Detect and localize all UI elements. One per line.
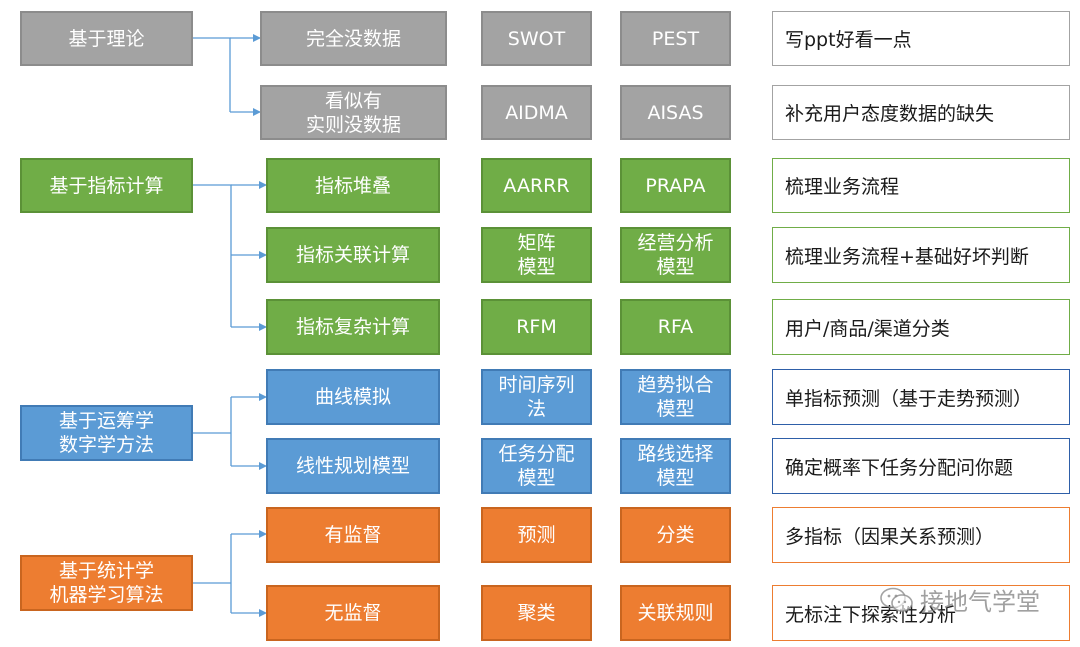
model-box: 预测: [481, 507, 592, 563]
model-box: PEST: [620, 11, 731, 66]
model-box: 任务分配 模型: [481, 438, 592, 494]
model-box: 矩阵 模型: [481, 227, 592, 283]
model-box: RFM: [481, 299, 592, 355]
description-box: 补充用户态度数据的缺失: [772, 85, 1070, 140]
method-box: 线性规划模型: [266, 438, 440, 494]
model-box: AARRR: [481, 158, 592, 213]
description-box: 用户/商品/渠道分类: [772, 299, 1070, 355]
method-box: 看似有 实则没数据: [260, 85, 447, 140]
method-box: 有监督: [266, 507, 440, 563]
model-box: SWOT: [481, 11, 592, 66]
model-box: PRAPA: [620, 158, 731, 213]
method-box: 无监督: [266, 585, 440, 641]
method-box: 曲线模拟: [266, 369, 440, 425]
description-box: 无标注下探索性分析: [772, 585, 1070, 641]
connector-theory: [193, 37, 231, 112]
connector-operations: [193, 397, 232, 466]
model-box: 趋势拟合 模型: [620, 369, 731, 425]
method-box: 指标堆叠: [266, 158, 440, 213]
method-box: 指标复杂计算: [266, 299, 440, 355]
model-box: AIDMA: [481, 85, 592, 140]
description-box: 写ppt好看一点: [772, 11, 1070, 66]
description-box: 梳理业务流程: [772, 158, 1070, 213]
model-box: RFA: [620, 299, 731, 355]
description-box: 确定概率下任务分配问你题: [772, 438, 1070, 494]
model-box: AISAS: [620, 85, 731, 140]
wechat-icon: [880, 587, 913, 612]
method-box: 完全没数据: [260, 11, 447, 66]
model-box: 路线选择 模型: [620, 438, 731, 494]
model-box: 时间序列 法: [481, 369, 592, 425]
description-box: 梳理业务流程+基础好坏判断: [772, 227, 1070, 283]
watermark-text: 接地气学堂: [920, 588, 1040, 616]
category-indicator: 基于指标计算: [20, 158, 193, 213]
connector-statistics: [193, 534, 232, 613]
model-box: 关联规则: [620, 585, 731, 641]
category-theory: 基于理论: [20, 11, 193, 66]
model-box: 经营分析 模型: [620, 227, 731, 283]
description-box: 单指标预测（基于走势预测）: [772, 369, 1070, 425]
connector-indicator: [193, 184, 232, 327]
watermark: 接地气学堂: [880, 582, 1040, 617]
model-box: 分类: [620, 507, 731, 563]
model-box: 聚类: [481, 585, 592, 641]
category-statistics: 基于统计学 机器学习算法: [20, 555, 193, 611]
description-box: 多指标（因果关系预测）: [772, 507, 1070, 563]
method-box: 指标关联计算: [266, 227, 440, 283]
category-operations: 基于运筹学 数字学方法: [20, 405, 193, 461]
